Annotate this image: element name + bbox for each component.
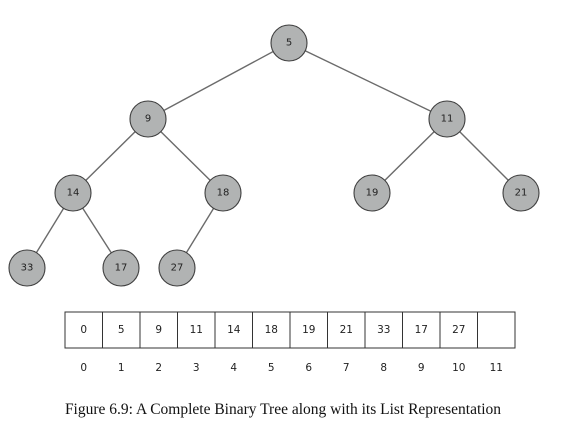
list-cell: 19 — [289, 311, 328, 349]
list-cell-value: 9 — [155, 324, 162, 336]
tree-node: 17 — [102, 249, 140, 287]
list-cell-value: 17 — [415, 324, 428, 336]
tree-node: 11 — [428, 100, 466, 138]
list-cell-box — [364, 311, 403, 349]
list-cell-value: 11 — [190, 324, 203, 336]
tree-node: 27 — [158, 249, 196, 287]
tree-node-label: 18 — [217, 188, 230, 199]
list-cell-value: 18 — [265, 324, 278, 336]
tree-nodes: 5 9 11 14 18 19 21 33 17 27 — [8, 24, 540, 287]
tree-node-circle — [129, 100, 167, 138]
tree-node: 19 — [353, 174, 391, 212]
list-cell: 9 — [139, 311, 178, 349]
list-cell-box — [439, 311, 478, 349]
list-cell-value: 21 — [340, 324, 353, 336]
tree-node-circle — [502, 174, 540, 212]
list-cell-value: 33 — [377, 324, 390, 336]
list-cell: 21 — [327, 311, 366, 349]
tree-node-circle — [353, 174, 391, 212]
list-cell — [477, 311, 516, 349]
list-index-label: 1 — [118, 362, 125, 374]
tree-node-circle — [8, 249, 46, 287]
list-cell-value: 27 — [452, 324, 465, 336]
list-index-label: 11 — [490, 362, 503, 374]
list-cell-box — [139, 311, 178, 349]
tree-node: 5 — [270, 24, 308, 62]
list-cell: 33 — [364, 311, 403, 349]
list-index-label: 10 — [452, 362, 465, 374]
list-cell-box — [402, 311, 441, 349]
tree-node-circle — [54, 174, 92, 212]
list-cell-box — [327, 311, 366, 349]
tree-node-label: 14 — [67, 188, 80, 199]
list-cell: 17 — [402, 311, 441, 349]
list-index-label: 7 — [343, 362, 350, 374]
tree-node: 18 — [204, 174, 242, 212]
list-index-label: 0 — [80, 362, 87, 374]
tree-edge — [288, 42, 448, 120]
list-cell: 0 — [64, 311, 103, 349]
list-index-label: 3 — [193, 362, 200, 374]
list-cell-box — [64, 311, 103, 349]
list-cell-box — [289, 311, 328, 349]
tree-node-circle — [204, 174, 242, 212]
list-cell: 27 — [439, 311, 478, 349]
figure-caption: Figure 6.9: A Complete Binary Tree along… — [64, 401, 502, 418]
tree-node-label: 33 — [21, 263, 34, 274]
list-index-label: 5 — [268, 362, 275, 374]
list-cell-box — [477, 311, 516, 349]
list-cell: 5 — [102, 311, 141, 349]
tree-node-label: 19 — [366, 188, 379, 199]
list-cell-box — [252, 311, 291, 349]
list-cell-value: 5 — [118, 324, 125, 336]
tree-node-label: 27 — [171, 263, 184, 274]
list-index-label: 6 — [305, 362, 312, 374]
list-cell: 14 — [214, 311, 253, 349]
tree-node: 14 — [54, 174, 92, 212]
list-index-label: 8 — [380, 362, 387, 374]
list-index-label: 2 — [155, 362, 162, 374]
list-indices: 0 1 2 3 4 5 6 7 8 9 10 11 — [80, 362, 503, 374]
tree-edges — [26, 42, 522, 269]
tree-node-circle — [270, 24, 308, 62]
tree-node: 21 — [502, 174, 540, 212]
list-cell-value: 19 — [302, 324, 315, 336]
tree-node-circle — [158, 249, 196, 287]
tree-edge — [147, 42, 290, 120]
list-index-label: 4 — [230, 362, 237, 374]
tree-node-circle — [428, 100, 466, 138]
tree-node-label: 9 — [145, 114, 151, 125]
tree-node-label: 5 — [286, 38, 292, 49]
list-cell-box — [214, 311, 253, 349]
list-index-label: 9 — [418, 362, 425, 374]
list-cell-value: 0 — [80, 324, 87, 336]
list-cell-value: 14 — [227, 324, 241, 336]
tree-node-label: 17 — [115, 263, 128, 274]
list-cell: 18 — [252, 311, 291, 349]
tree-node-circle — [102, 249, 140, 287]
tree-node: 33 — [8, 249, 46, 287]
tree-node: 9 — [129, 100, 167, 138]
list-representation: 0 5 9 11 14 18 19 21 33 17 27 — [64, 311, 516, 349]
tree-node-label: 11 — [441, 114, 454, 125]
list-cell: 11 — [177, 311, 216, 349]
tree-node-label: 21 — [515, 188, 528, 199]
